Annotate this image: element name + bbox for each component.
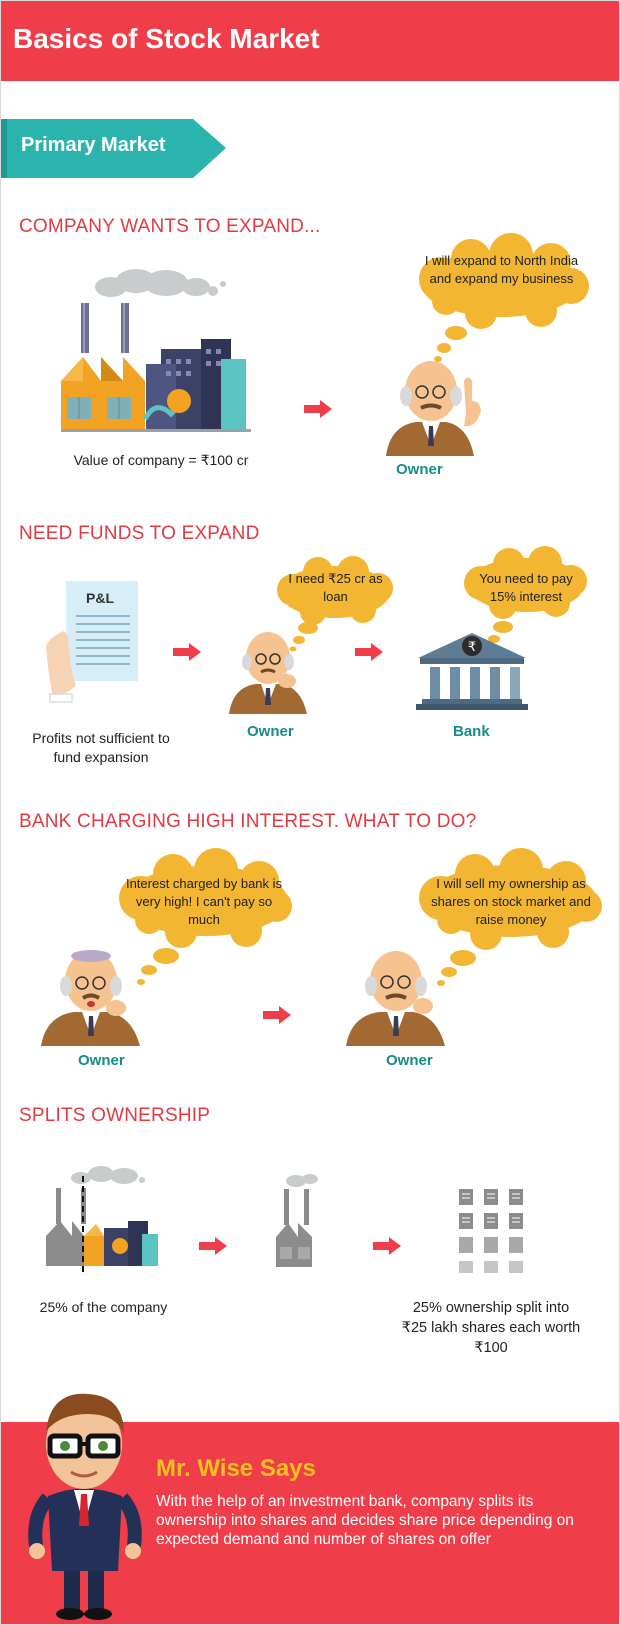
bank-thought: You need to pay 15% interest (479, 571, 573, 604)
owner-avatar (229, 632, 307, 714)
svg-text:₹: ₹ (468, 640, 476, 655)
arrow-right-icon (173, 643, 201, 661)
bank-label: Bank (453, 723, 490, 740)
page-title: Basics of Stock Market (13, 23, 320, 54)
section-tag-shape (1, 119, 226, 178)
factory-split-icon (46, 1166, 158, 1276)
section-title-splits: SPLITS OWNERSHIP (19, 1105, 211, 1126)
owner-label-funds: Owner (247, 723, 294, 740)
arrow-right-icon (199, 1237, 227, 1255)
owner-avatar (386, 361, 481, 456)
pl-document-label: P&L (86, 590, 114, 606)
owner-thought-funds: I need ₹25 cr as loan (288, 571, 383, 604)
header-banner (1, 1, 619, 81)
company-split-caption: 25% of the company (39, 1299, 168, 1315)
owner-thought-sell-shares: I will sell my ownership as shares on st… (431, 876, 591, 927)
owner-avatar (346, 951, 445, 1046)
section-title-interest: BANK CHARGING HIGH INTEREST. WHAT TO DO? (19, 811, 477, 832)
thought-cloud-icon (464, 546, 587, 643)
section-tag-label: Primary Market (21, 134, 166, 156)
share-certificates-icon (459, 1189, 523, 1273)
arrow-right-icon (373, 1237, 401, 1255)
section-title-funds: NEED FUNDS TO EXPAND (19, 523, 260, 544)
profits-caption: Profits not sufficient to fund expansion (32, 730, 170, 765)
thought-cloud-icon (119, 848, 292, 985)
thought-cloud-icon (419, 848, 602, 986)
arrow-right-icon (355, 643, 383, 661)
factory-icon (61, 269, 251, 432)
shares-caption: 25% ownership split into ₹25 lakh shares… (401, 1300, 581, 1356)
thought-cloud-icon (277, 556, 393, 652)
section-title-expand: COMPANY WANTS TO EXPAND... (19, 216, 321, 237)
factory-quarter-icon (276, 1174, 318, 1267)
owner-label-sell-shares: Owner (386, 1052, 433, 1069)
thought-cloud-icon (419, 233, 589, 362)
owner-thought-high-interest: Interest charged by bank is very high! I… (125, 876, 283, 927)
owner-avatar (41, 950, 140, 1046)
owner-thought-expand: I will expand to North India and expand … (424, 253, 579, 286)
owner-label-high-interest: Owner (78, 1052, 125, 1069)
arrow-right-icon (304, 400, 332, 418)
mr-wise-avatar (28, 1393, 142, 1620)
arrow-right-icon (263, 1006, 291, 1024)
document-icon (46, 581, 138, 703)
mr-wise-title: Mr. Wise Says (156, 1455, 316, 1482)
bank-icon: ₹ (416, 633, 528, 710)
mr-wise-text: With the help of an investment bank, com… (156, 1493, 574, 1548)
company-value-caption: Value of company = ₹100 cr (73, 452, 249, 468)
owner-label-expand: Owner (396, 461, 443, 478)
